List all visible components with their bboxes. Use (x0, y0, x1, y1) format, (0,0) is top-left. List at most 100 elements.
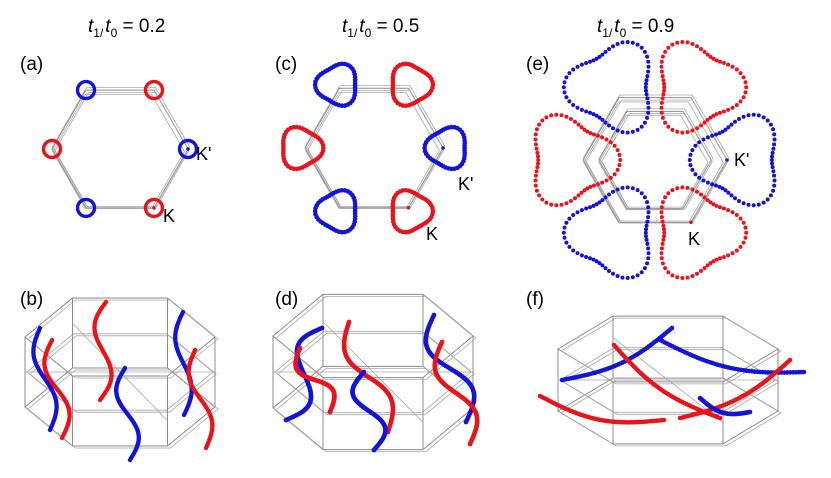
panel-f-valley-curve-1-dot (717, 415, 723, 421)
panel-e-k-valley-loop-dot (659, 246, 664, 251)
panel-e-valley-loop-dot (721, 109, 726, 114)
panel-e-k-valley-loop-dot (718, 256, 722, 261)
panel-e-kprime-valley-loop-dot (717, 131, 722, 136)
panel-e-k-valley-loop-dot (659, 205, 664, 210)
panel-e-valley-loop-dot (567, 71, 572, 76)
panel-d-valley-curve-5 (432, 339, 480, 447)
panel-e-valley-loop-dot (643, 85, 648, 90)
panel-e-valley-loop-dot (714, 112, 719, 117)
panel-e-k-point (689, 220, 693, 225)
panel-e-valley-loop-dot (690, 128, 695, 133)
panel-e-valley-loop-dot (564, 240, 569, 245)
panel-e-k-valley-loop-dot (663, 266, 668, 271)
panel-e-valley-loop-dot (533, 183, 538, 188)
panel-c-hexagon-outline-2 (305, 92, 440, 209)
panel-e-kprime-valley-loop-dot (710, 133, 715, 138)
panel-e-valley-loop-dot (584, 109, 589, 114)
panel-e-valley-loop-dot (646, 110, 651, 115)
panel-c-valley-loop-dot (352, 206, 358, 212)
panel-e-valley-loop-dot (630, 186, 635, 191)
panel-e-k-valley-loop-dot (734, 248, 739, 253)
panel-e-valley-loop-dot (540, 118, 545, 123)
panel-e-valley-loop-dot (595, 133, 600, 138)
panel-e-valley-loop-dot (611, 126, 615, 131)
panel-e-valley-loop-dot (549, 202, 554, 207)
panel-e-valley-loop-dot (620, 40, 625, 45)
panel-d-valley-curve-3 (350, 369, 388, 453)
panel-e-valley-loop-dot (562, 225, 567, 230)
panel-f-valley-curve-0-dot (669, 325, 675, 331)
panel-e-kprime-valley-loop-dot (772, 173, 777, 178)
panel-e-valley-loop-dot (659, 69, 664, 74)
panel-e-valley-loop-dot (639, 45, 644, 50)
panel-e-valley-loop-dot (705, 117, 710, 122)
panel-e-kprime-valley-loop-dot (726, 125, 731, 130)
panel-e-kprime-valley-loop-dot (772, 183, 777, 188)
panel-a-k-valley-loop (143, 197, 165, 219)
panel-e-kprime-valley-loop-dot (746, 202, 751, 207)
panel-e-valley-loop-dot (533, 132, 538, 137)
panel-e-valley-loop-dot (591, 203, 596, 208)
panel-a-kprime-valley-loop (177, 138, 199, 160)
panel-e-kprime-valley-loop-dot (751, 112, 756, 117)
panel-d-valley-curve-1 (341, 319, 396, 435)
panel-c-kprime-point (441, 146, 445, 150)
panel-e-k-valley-loop-dot (659, 215, 664, 220)
panel-e-kprime-valley-loop-dot (768, 193, 773, 198)
panel-e-kprime-valley-loop-dot (720, 186, 725, 191)
panel-a-k-valley-loop-ring (143, 197, 165, 219)
panel-e-kprime-valley-loop-dot (723, 188, 728, 193)
panel-e-valley-loop-dot (680, 130, 685, 135)
panel-e-k-valley-loop-dot (690, 274, 695, 278)
panel-f-3d-brillouin-zone (537, 315, 807, 447)
panel-e-valley-loop-dot (699, 47, 703, 51)
panel-e-valley-loop-dot (702, 49, 707, 54)
panel-e-k-valley-loop-dot (666, 270, 671, 275)
panel-e-valley-loop-dot (714, 58, 719, 63)
panel-c-hexagon-outline-0 (304, 87, 444, 209)
title-col-2: t1/t0 = 0.5 (342, 16, 419, 40)
panel-e-kprime-valley-loop-dot (770, 161, 774, 166)
panel-b-valley-curve-0-dot (47, 427, 53, 433)
panel-e-valley-loop-dot (600, 198, 605, 203)
panel-e-kprime-valley-loop-dot (714, 132, 718, 137)
panel-b-valley-curve-4 (42, 337, 72, 441)
panel-c-kprime-valley-loop-dot (462, 143, 467, 148)
panel-e-kprime-valley-loop-dot (770, 150, 775, 155)
panel-e-valley-loop-dot (659, 59, 664, 64)
panel-a-hexagon-outline-3 (51, 87, 191, 207)
panel-e-valley-loop-dot (559, 113, 564, 118)
panel-e-valley-loop-dot (659, 105, 664, 110)
panel-e-valley-loop-dot (594, 202, 599, 207)
panel-e-valley-loop-dot (660, 115, 665, 120)
panel-b-valley-curve-4-dot (59, 435, 65, 441)
panel-b-valley-curve-5-dot (203, 445, 209, 451)
panel-e-kprime-point (725, 158, 729, 162)
panel-c-kprime-label: K' (458, 174, 473, 194)
panel-e-k-valley-loop-dot (690, 187, 695, 192)
panel-e-valley-loop-dot (588, 184, 593, 189)
panel-e-k-valley-loop-dot (744, 230, 749, 235)
panel-e-valley-loop-dot (635, 188, 640, 193)
panel-e-valley-loop-dot (662, 85, 667, 90)
panel-e-valley-loop-dot (607, 269, 611, 273)
panel-e-valley-loop-dot (608, 140, 613, 145)
panel-b-prism-top-shadow (27, 299, 219, 379)
panel-e-valley-loop-dot (615, 274, 620, 278)
panel-e-valley-loop-dot (534, 127, 539, 132)
panel-e-valley-loop-dot (741, 95, 746, 100)
panel-e-valley-loop-dot (741, 75, 746, 80)
panel-e-valley-loop-dot (612, 143, 617, 148)
panel-e-k-valley-loop-dot (659, 256, 664, 261)
panel-e-valley-loop-dot (554, 203, 559, 208)
panel-e-k-valley-loop-dot (721, 206, 726, 211)
panel-c-valley-loop (281, 124, 326, 172)
panel-d-prism-bottom-shadow (275, 367, 477, 453)
panel-b-prism-bottom-shadow (27, 369, 219, 449)
panel-e-valley-loop-dot (744, 85, 749, 90)
panel-e-valley-loop-dot (734, 67, 739, 72)
panel-e-kprime-valley-loop-dot (756, 113, 761, 118)
panel-e-valley-loop-dot (645, 219, 650, 224)
panel-c-k-point (406, 205, 411, 210)
panel-b-valley-curve-3-dot (127, 457, 133, 463)
